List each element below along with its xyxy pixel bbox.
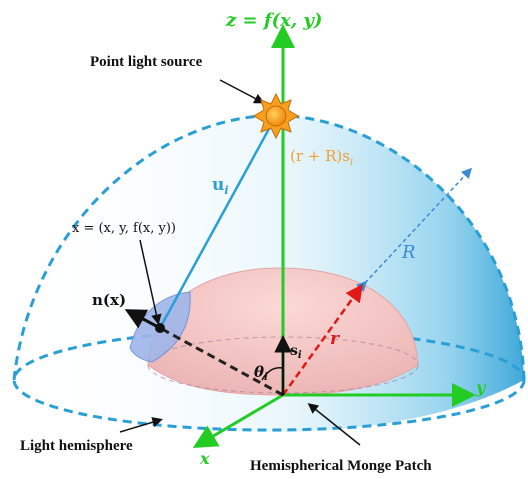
z-axis-label: z = f(x, y) <box>225 10 322 31</box>
x-definition-label: x = (x, y, f(x, y)) <box>72 221 176 236</box>
surface-point <box>155 323 165 333</box>
r-plus-R-label: (r + R)si <box>290 147 353 168</box>
x-def-pointer <box>139 239 162 325</box>
point-light-label: Point light source <box>90 54 203 70</box>
light-hemisphere-outline <box>12 113 526 381</box>
normal-vector <box>124 309 161 330</box>
light-hemisphere-pointer <box>119 417 163 433</box>
light-hemisphere-label: Light hemisphere <box>20 438 133 454</box>
theta-arc <box>261 367 284 381</box>
monge-patch-label: Hemispherical Monge Patch <box>250 458 432 474</box>
origin-to-point-line <box>159 326 284 397</box>
monge-pointer <box>307 403 361 446</box>
u-i-vector <box>158 115 278 329</box>
n-x-label: n(x) <box>92 291 126 309</box>
light-pointer <box>219 79 265 104</box>
x-axis-label: x <box>199 449 210 468</box>
s-i-label: si <box>290 343 302 361</box>
R-label: R <box>401 242 416 263</box>
r-label: r <box>330 329 340 349</box>
x-axis <box>192 393 284 449</box>
u-i-label: ui <box>212 175 229 197</box>
R-arrow <box>356 167 473 293</box>
y-axis-label: y <box>475 378 487 397</box>
theta-i-label: θi <box>254 363 268 383</box>
sun-icon <box>253 92 299 140</box>
